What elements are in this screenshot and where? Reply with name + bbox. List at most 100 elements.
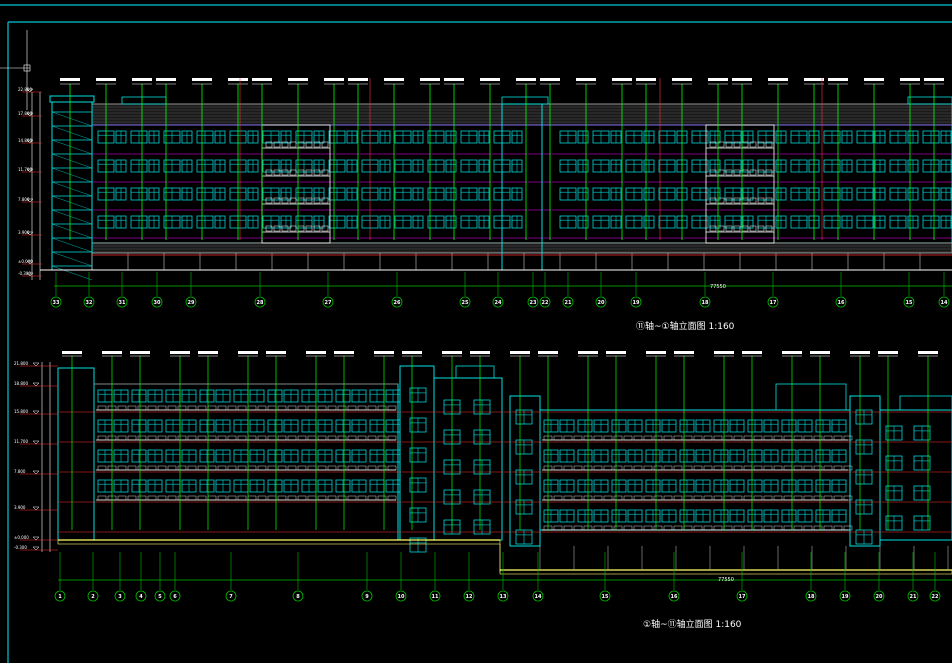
balcony-panel	[297, 465, 307, 471]
axis-bubble: 19	[630, 272, 642, 308]
window	[233, 419, 249, 433]
axis-label: 16	[838, 300, 845, 306]
balcony-stack	[705, 124, 775, 244]
window	[427, 215, 445, 229]
balcony-panel	[757, 141, 765, 148]
window	[394, 215, 412, 229]
axis-bubble: 18	[805, 552, 817, 602]
window	[815, 419, 831, 433]
window	[625, 159, 643, 173]
window	[351, 389, 367, 403]
window	[592, 215, 610, 229]
window	[317, 449, 333, 463]
balcony-panel	[573, 465, 583, 471]
window	[233, 449, 249, 463]
axis-bubble: 29	[185, 272, 197, 308]
axis-bubble: 9	[361, 552, 373, 602]
axis-label: 13	[500, 594, 507, 600]
window	[335, 419, 351, 433]
annotation-text-block	[516, 78, 536, 81]
balcony-panel	[357, 495, 367, 501]
window	[661, 479, 677, 493]
window	[815, 479, 831, 493]
annotation-text-block	[864, 78, 884, 81]
window	[610, 215, 622, 229]
window	[713, 509, 729, 523]
window	[907, 187, 919, 201]
window	[831, 509, 847, 523]
left-end-wall	[57, 367, 95, 541]
window	[249, 419, 265, 433]
window	[196, 159, 214, 173]
window	[115, 215, 127, 229]
level-label: 3.900	[18, 230, 30, 235]
annotation-text-block	[444, 78, 464, 81]
window	[478, 187, 490, 201]
axis-bubble: 16	[835, 272, 847, 308]
balcony-panel	[725, 169, 733, 176]
annotation-text-block	[828, 78, 848, 81]
window	[493, 187, 511, 201]
balcony-panel	[247, 495, 257, 501]
window	[742, 130, 754, 144]
window	[131, 449, 147, 463]
window	[627, 419, 643, 433]
window	[874, 215, 886, 229]
window	[645, 509, 661, 523]
window	[412, 159, 424, 173]
balcony-panel	[287, 435, 297, 441]
balcony-panel	[733, 225, 741, 232]
balcony-panel	[127, 495, 137, 501]
window	[856, 130, 874, 144]
axis-bubble: 2	[87, 552, 99, 602]
balcony-panel	[803, 525, 813, 531]
level-triangle	[26, 168, 34, 173]
balcony-panel	[673, 465, 683, 471]
balcony-panel	[703, 465, 713, 471]
roof-box	[455, 365, 495, 379]
axis-label: 3	[118, 594, 122, 600]
annotation-text-block	[714, 351, 734, 354]
crosshair-box	[23, 64, 31, 72]
stair-tower-brace	[51, 181, 93, 197]
balcony-panel	[733, 435, 743, 441]
level-label: 7.800	[18, 197, 30, 202]
window	[262, 130, 280, 144]
balcony-panel	[289, 197, 297, 204]
axis-bubble: 25	[459, 272, 471, 308]
axis-label: 5	[158, 594, 162, 600]
window	[181, 419, 197, 433]
axis-circle	[114, 590, 126, 602]
balcony-panel	[813, 525, 823, 531]
balcony-panel	[297, 225, 305, 232]
axis-bubble: 17	[736, 552, 748, 602]
balcony-panel	[127, 435, 137, 441]
balcony-panel	[277, 465, 287, 471]
balcony-panel	[265, 197, 273, 204]
balcony-panel	[197, 495, 207, 501]
stair-tower-brace	[51, 251, 93, 267]
balcony-panel	[167, 435, 177, 441]
axis-circle	[492, 296, 504, 308]
axis-bubble: 27	[322, 272, 334, 308]
axis-circle	[539, 296, 551, 308]
balcony-panel	[321, 197, 329, 204]
window	[781, 449, 797, 463]
level-triangle	[32, 362, 40, 367]
window	[460, 215, 478, 229]
annotation-text-block	[306, 351, 326, 354]
axis-label: 12	[466, 594, 473, 600]
window	[763, 419, 779, 433]
balcony-panel	[673, 525, 683, 531]
window	[940, 159, 952, 173]
window	[593, 419, 609, 433]
balcony-panel	[137, 495, 147, 501]
balcony-panel	[733, 495, 743, 501]
balcony-panel	[277, 435, 287, 441]
window	[427, 159, 445, 173]
axis-circle	[154, 590, 166, 602]
balcony-panel	[137, 465, 147, 471]
axis-label: 33	[53, 300, 60, 306]
